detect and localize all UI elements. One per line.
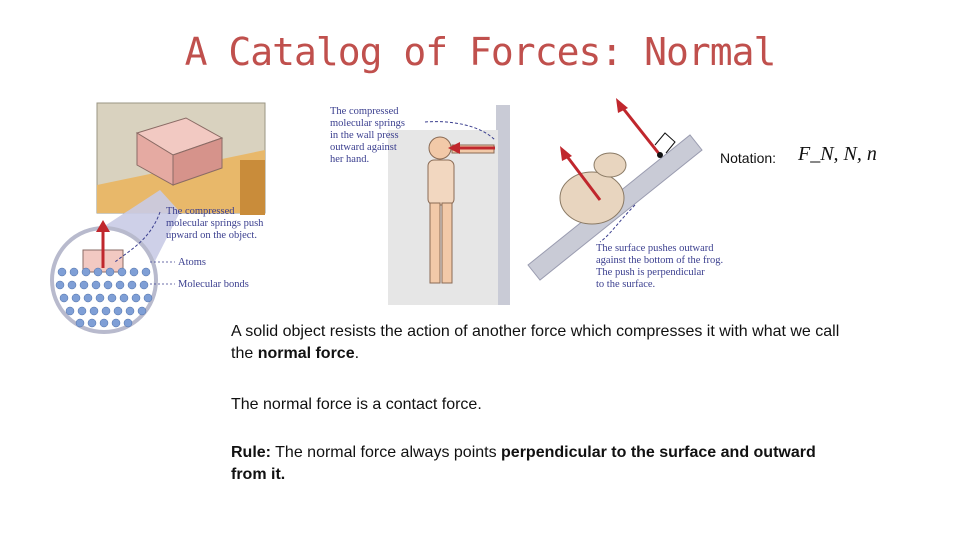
wall — [496, 105, 510, 305]
paragraph-normal-force: A solid object resists the action of ano… — [231, 321, 851, 365]
table-block-illustration — [97, 103, 265, 215]
label-atoms: Atoms — [178, 257, 206, 269]
paragraph-rule: Rule: The normal force always points per… — [231, 442, 851, 486]
normal-force-arrow-frog — [622, 107, 660, 155]
para1-bold: normal force — [258, 345, 355, 362]
caption-middle: The compressed molecular springs in the … — [330, 106, 405, 166]
rule-text: The normal force always points — [271, 444, 501, 461]
caption-right: The surface pushes outward against the b… — [596, 243, 723, 291]
paragraph-contact-force: The normal force is a contact force. — [231, 394, 851, 416]
notation-symbols: F_N, N, n — [798, 143, 877, 166]
para1-suffix: . — [355, 345, 359, 362]
caption-left: The compressed molecular springs push up… — [166, 206, 263, 242]
rule-label: Rule: — [231, 444, 271, 461]
contact-point — [657, 152, 663, 158]
notation-label: Notation: — [720, 150, 776, 166]
label-molecular-bonds: Molecular bonds — [178, 279, 249, 291]
